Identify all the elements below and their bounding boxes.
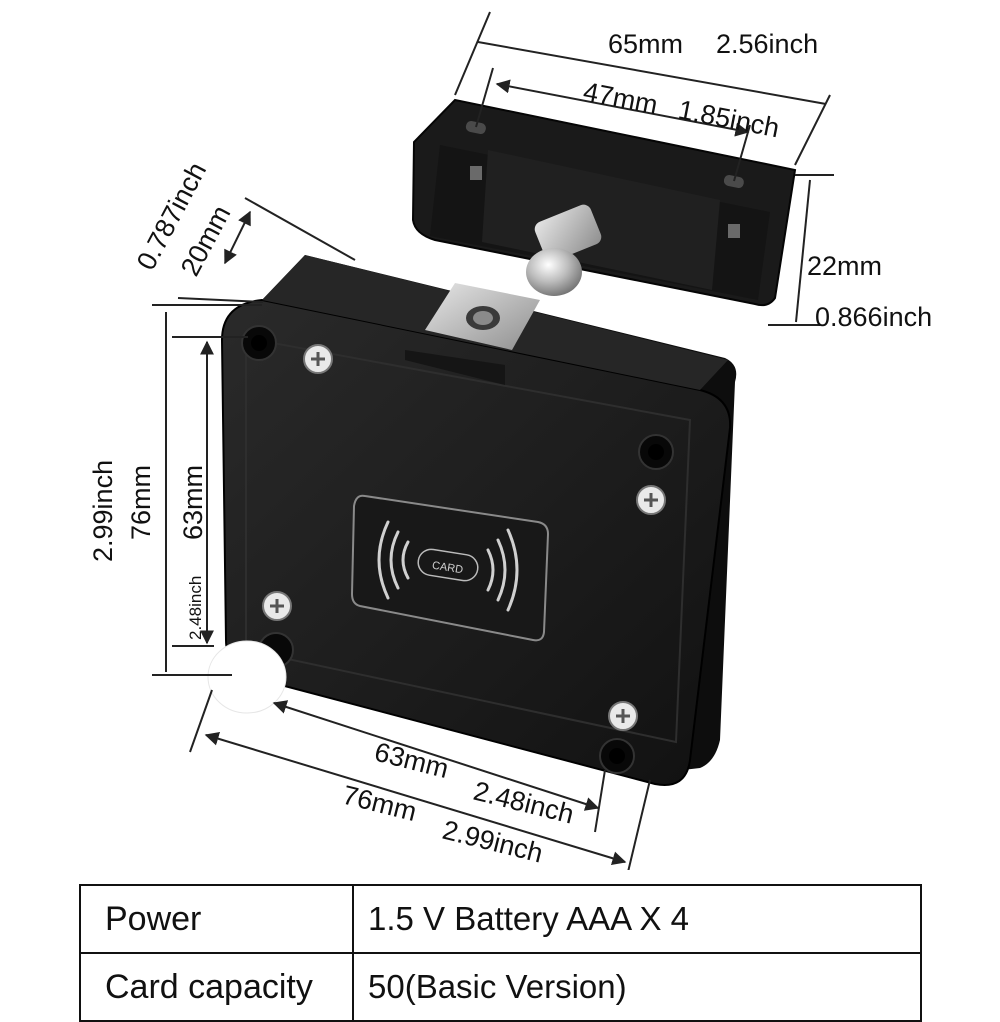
card-badge-label: CARD: [431, 560, 464, 577]
lock-dimension-diagram: CARD: [88, 11, 932, 870]
card-reader-panel: CARD: [350, 494, 550, 642]
strike-height-in: 0.866inch: [815, 302, 932, 332]
screw-icon: [303, 344, 333, 374]
spec-value-power: 1.5 V Battery AAA X 4: [352, 884, 922, 954]
inner-width-mm: 63mm: [372, 737, 452, 784]
dimension-inner-height: [172, 336, 248, 647]
body-height-mm: 76mm: [126, 465, 156, 540]
top-width-in: 2.56inch: [716, 29, 818, 59]
strike-bolt: [526, 204, 602, 296]
body-height-in: 2.99inch: [88, 460, 118, 562]
hole-spacing-mm: 47mm: [581, 76, 660, 120]
strike-plate: [411, 98, 797, 307]
corner-highlight: [207, 640, 287, 714]
spec-value-card-capacity: 50(Basic Version): [352, 952, 922, 1022]
spec-label-power: Power: [79, 884, 354, 954]
mounting-hole-top-right: [638, 434, 674, 470]
dimension-strike-height: [768, 174, 834, 326]
dimension-top-width: [454, 11, 831, 166]
product-dimension-sheet: CARD: [79, 11, 932, 1022]
dimension-thickness: [177, 197, 356, 303]
mounting-hole-bottom-right: [599, 738, 635, 774]
mounting-hole-top-left: [241, 325, 277, 361]
screw-icon: [262, 591, 292, 621]
hole-spacing-in: 1.85inch: [676, 94, 782, 143]
inner-height-in: 2.48inch: [186, 576, 205, 640]
screw-icon: [608, 701, 638, 731]
lock-body: CARD: [220, 255, 737, 786]
dimension-body-width: [189, 689, 651, 870]
top-width-mm: 65mm: [608, 29, 683, 59]
inner-height-mm: 63mm: [178, 465, 208, 540]
dimension-body-height: [152, 304, 262, 676]
card-badge: [417, 548, 479, 582]
screw-icon: [636, 485, 666, 515]
mounting-slot-left: [465, 120, 486, 135]
mounting-slot-right: [723, 174, 744, 189]
nfc-wave-icon: [377, 520, 519, 612]
spec-table: Power 1.5 V Battery AAA X 4 Card capacit…: [79, 884, 922, 1022]
spec-label-card-capacity: Card capacity: [79, 952, 354, 1022]
strike-height-mm: 22mm: [807, 251, 882, 281]
dimension-hole-spacing: [475, 67, 751, 182]
table-row: Card capacity 50(Basic Version): [79, 952, 922, 1022]
table-row: Power 1.5 V Battery AAA X 4: [79, 884, 922, 954]
